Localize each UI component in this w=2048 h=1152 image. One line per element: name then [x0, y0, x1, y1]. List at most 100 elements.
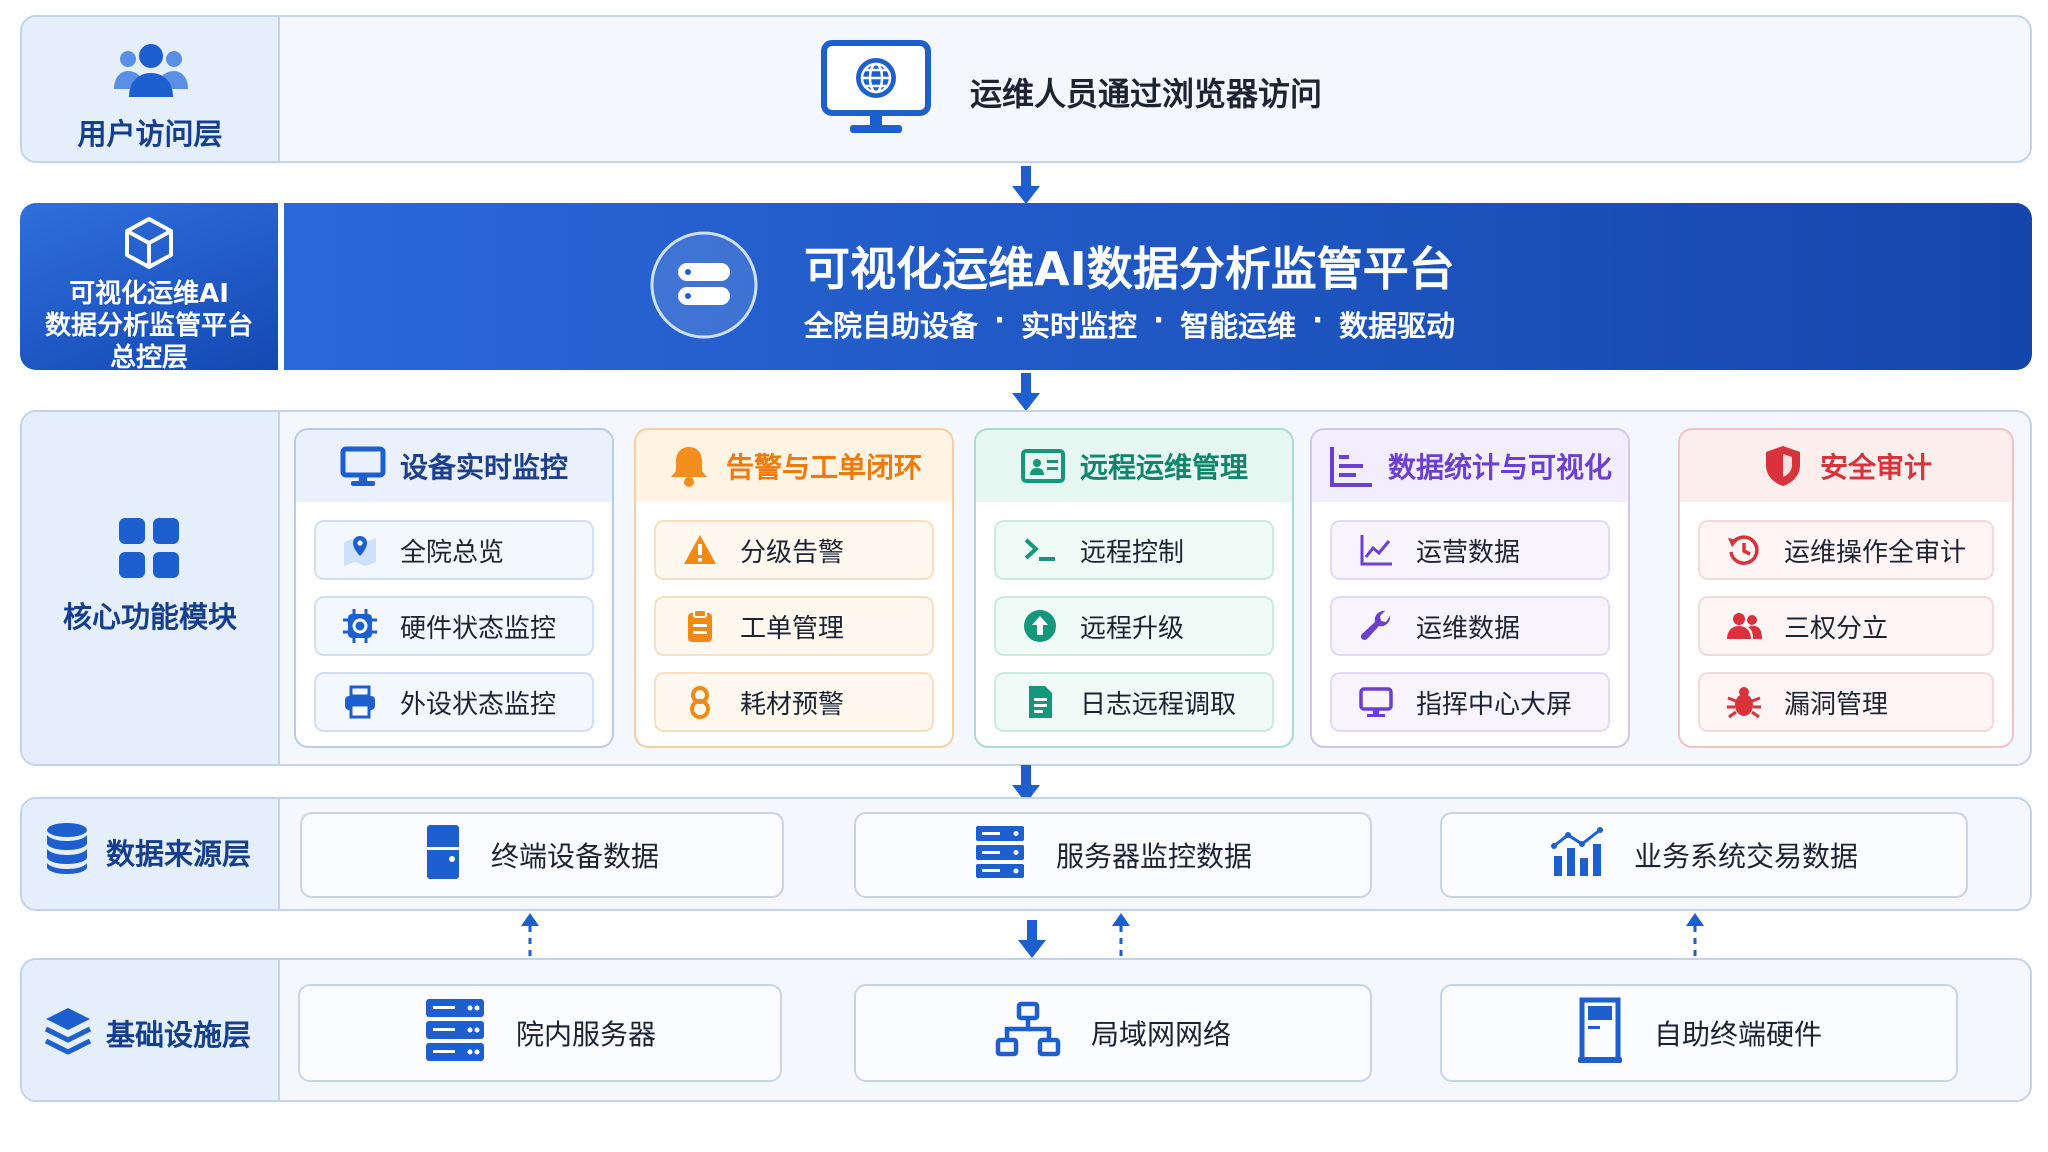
- roll-icon: [682, 684, 718, 720]
- module-title: 安全审计: [1819, 451, 1932, 484]
- wrench-icon: [1358, 608, 1394, 644]
- module-item-label: 远程升级: [1080, 613, 1185, 644]
- module-item-label: 工单管理: [740, 613, 845, 644]
- module-item[interactable]: 外设状态监控: [314, 672, 594, 732]
- platform-title: 可视化运维AI数据分析监管平台: [804, 242, 1455, 296]
- module-item[interactable]: 漏洞管理: [1698, 672, 1994, 732]
- module-item[interactable]: 分级告警: [654, 520, 934, 580]
- module-item[interactable]: 硬件状态监控: [314, 596, 594, 656]
- core-function-layer-label: 核心功能模块: [22, 412, 280, 764]
- layers-icon: [44, 1006, 92, 1063]
- module-header: 数据统计与可视化: [1312, 430, 1628, 502]
- data-source-box: 业务系统交易数据: [1440, 812, 1968, 898]
- control-layer: 可视化运维AI 数据分析监管平台 总控层 可视化运维AI数据分析监管平台 全院自…: [20, 203, 2032, 373]
- module-item-label: 远程控制: [1080, 537, 1185, 568]
- data-source-layer-title: 数据来源层: [106, 837, 252, 871]
- user-access-layer: 用户访问层 运维人员通过浏览器访问: [20, 15, 2032, 163]
- line-chart-icon: [1358, 532, 1394, 568]
- control-layer-label: 可视化运维AI 数据分析监管平台 总控层: [20, 203, 278, 373]
- trend-bar-chart-icon: [1550, 826, 1604, 885]
- shield-icon: [1760, 443, 1806, 489]
- module-item-label: 漏洞管理: [1784, 689, 1889, 720]
- bug-icon: [1726, 684, 1762, 720]
- platform-tag: 实时监控: [1021, 309, 1138, 343]
- tag-separator: ·: [994, 303, 1006, 337]
- map-pin-icon: [342, 532, 378, 568]
- module-card-data-statistics: 数据统计与可视化 运营数据 运维数据 指挥中心大屏: [1310, 428, 1630, 748]
- module-item-label: 三权分立: [1784, 613, 1889, 644]
- module-card-device-monitoring: 设备实时监控 全院总览 硬件状态监控 外设状态监控: [294, 428, 614, 748]
- module-item[interactable]: 运维操作全审计: [1698, 520, 1994, 580]
- document-icon: [1022, 684, 1058, 720]
- database-icon: [44, 821, 90, 882]
- module-item[interactable]: 全院总览: [314, 520, 594, 580]
- user-access-layer-label: 用户访问层: [22, 17, 280, 161]
- clipboard-icon: [682, 608, 718, 644]
- data-source-layer: 数据来源层 终端设备数据 服务器监控数据 业务系统交易数据: [20, 797, 2032, 911]
- data-source-label: 终端设备数据: [490, 840, 659, 873]
- module-item[interactable]: 运维数据: [1330, 596, 1610, 656]
- module-card-remote-ops: 远程运维管理 远程控制 远程升级 日志远程调取: [974, 428, 1294, 748]
- server-rack-icon: [974, 824, 1026, 887]
- infrastructure-label: 局域网网络: [1090, 1018, 1231, 1051]
- infrastructure-box: 自助终端硬件: [1440, 984, 1958, 1082]
- module-item[interactable]: 运营数据: [1330, 520, 1610, 580]
- module-item-label: 分级告警: [740, 537, 845, 568]
- upload-icon: [1022, 608, 1058, 644]
- module-item[interactable]: 指挥中心大屏: [1330, 672, 1610, 732]
- infrastructure-box: 院内服务器: [298, 984, 782, 1082]
- bar-chart-icon: [1328, 443, 1374, 489]
- platform-tag: 全院自助设备: [804, 309, 979, 343]
- data-source-label: 服务器监控数据: [1055, 840, 1252, 873]
- data-source-layer-label: 数据来源层: [22, 799, 280, 909]
- core-function-layer-title: 核心功能模块: [62, 600, 237, 634]
- cube-icon: [121, 215, 177, 275]
- module-item[interactable]: 远程控制: [994, 520, 1274, 580]
- printer-icon: [342, 684, 378, 720]
- module-item[interactable]: 日志远程调取: [994, 672, 1274, 732]
- module-item-label: 运维数据: [1416, 613, 1521, 644]
- arrow-down-icon: [1018, 920, 1046, 960]
- module-title: 数据统计与可视化: [1387, 451, 1612, 484]
- server-circle-icon: [648, 229, 760, 345]
- module-item[interactable]: 远程升级: [994, 596, 1274, 656]
- module-title: 设备实时监控: [399, 451, 568, 484]
- module-header: 告警与工单闭环: [636, 430, 952, 502]
- user-access-layer-title: 用户访问层: [77, 117, 223, 151]
- module-item-label: 外设状态监控: [400, 689, 557, 720]
- module-item[interactable]: 三权分立: [1698, 596, 1994, 656]
- warning-icon: [682, 532, 718, 568]
- chip-gear-icon: [342, 608, 378, 644]
- platform-tag: 智能运维: [1180, 309, 1297, 343]
- user-access-text: 运维人员通过浏览器访问: [970, 75, 1323, 113]
- module-item[interactable]: 耗材预警: [654, 672, 934, 732]
- arrow-down-icon: [1012, 765, 1040, 805]
- module-item-label: 耗材预警: [740, 689, 845, 720]
- server-rack-icon: [424, 997, 486, 1070]
- users-icon: [112, 41, 190, 106]
- module-header: 设备实时监控: [296, 430, 612, 502]
- module-item[interactable]: 工单管理: [654, 596, 934, 656]
- infrastructure-layer-label: 基础设施层: [22, 960, 280, 1100]
- platform-tags: 全院自助设备 · 实时监控 · 智能运维 · 数据驱动: [804, 303, 1455, 345]
- data-source-box: 服务器监控数据: [854, 812, 1372, 898]
- monitor-icon: [340, 443, 386, 489]
- module-item-label: 日志远程调取: [1080, 689, 1237, 720]
- terminal-device-icon: [425, 823, 461, 888]
- tag-separator: ·: [1312, 303, 1324, 337]
- module-title: 告警与工单闭环: [725, 451, 922, 484]
- module-header: 安全审计: [1680, 430, 2012, 502]
- infrastructure-label: 自助终端硬件: [1653, 1018, 1822, 1051]
- module-card-alarm-workorder: 告警与工单闭环 分级告警 工单管理 耗材预警: [634, 428, 954, 748]
- control-layer-label-line-2: 数据分析监管平台: [44, 311, 253, 341]
- terminal-icon: [1022, 532, 1058, 568]
- module-item-label: 指挥中心大屏: [1416, 689, 1573, 720]
- history-icon: [1726, 532, 1762, 568]
- remote-screen-icon: [1020, 443, 1066, 489]
- network-topology-icon: [995, 1001, 1061, 1066]
- module-card-security-audit: 安全审计 运维操作全审计 三权分立 漏洞管理: [1678, 428, 2014, 748]
- grid-icon: [117, 516, 181, 587]
- data-source-box: 终端设备数据: [300, 812, 784, 898]
- infrastructure-label: 院内服务器: [515, 1018, 656, 1051]
- bell-icon: [666, 443, 712, 489]
